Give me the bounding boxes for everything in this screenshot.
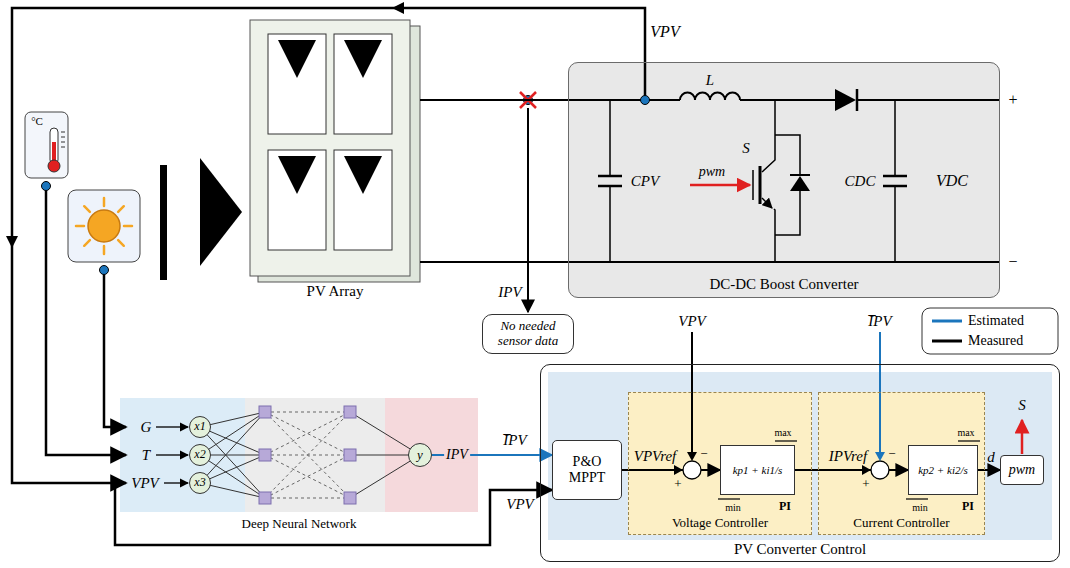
signal-label: + bbox=[862, 477, 869, 491]
pi-block: kp2 + ki2/s bbox=[908, 445, 978, 495]
signal-label: I̅PV bbox=[868, 313, 891, 330]
signal-label: − bbox=[888, 447, 895, 461]
node-label: P&O MPPT bbox=[557, 454, 617, 486]
node-label: x3 bbox=[194, 476, 205, 490]
node-label: Current Controller bbox=[819, 516, 984, 531]
signal-label: VPVref bbox=[634, 448, 676, 465]
input-neuron: x2 bbox=[189, 444, 211, 466]
output-neuron: y bbox=[408, 443, 432, 467]
node-label: kp2 + ki2/s bbox=[918, 464, 968, 477]
signal-label: VPV bbox=[678, 313, 706, 330]
legend-label: Estimated bbox=[968, 313, 1024, 328]
node-label: x1 bbox=[194, 420, 205, 434]
signal-label: IPV bbox=[498, 284, 521, 301]
node-label: PV Array bbox=[250, 283, 420, 300]
signal-label: IPVref bbox=[829, 448, 867, 465]
input-neuron: x1 bbox=[189, 416, 211, 438]
signal-label: − bbox=[1008, 253, 1017, 271]
signal-label: min bbox=[912, 502, 928, 513]
signal-label: + bbox=[674, 477, 681, 491]
signal-label: S bbox=[742, 140, 750, 157]
node-label: DC-DC Boost Converter bbox=[569, 276, 999, 293]
node-label: kp1 + ki1/s bbox=[733, 464, 783, 477]
signal-label: max bbox=[957, 427, 974, 438]
signal-label: PI bbox=[962, 500, 974, 513]
signal-label: VPV bbox=[131, 475, 159, 492]
node-label: Deep Neural Network bbox=[120, 517, 478, 532]
connector bbox=[622, 469, 720, 471]
node-label: PV Converter Control bbox=[541, 541, 1059, 558]
legend-label: Measured bbox=[968, 333, 1023, 348]
node-label: Voltage Controller bbox=[629, 516, 811, 531]
signal-label: S bbox=[1018, 397, 1026, 414]
signal-label: − bbox=[700, 447, 707, 461]
pv-array: PV Array bbox=[250, 20, 420, 302]
node-label: x2 bbox=[194, 448, 205, 462]
node-label: pwm bbox=[1009, 462, 1035, 478]
signal-label: VPV bbox=[506, 496, 534, 513]
signal-label: max bbox=[774, 427, 791, 438]
connector bbox=[420, 99, 568, 101]
signal-label: I̅PV bbox=[503, 432, 526, 449]
signal-label: IPV bbox=[444, 447, 470, 462]
node-label: No needed sensor data bbox=[487, 319, 569, 349]
pwm-block: pwm bbox=[1000, 455, 1044, 485]
signal-label: VPV bbox=[650, 23, 679, 41]
node-label: y bbox=[417, 448, 423, 463]
signal-label: d bbox=[987, 449, 995, 466]
signal-label: CDC bbox=[845, 173, 876, 190]
signal-label: G bbox=[141, 419, 152, 436]
signal-label: L bbox=[706, 72, 714, 89]
signal-label: T bbox=[142, 447, 150, 464]
neural-network-block: Deep Neural Network x1 x2 x3 y bbox=[120, 398, 478, 534]
input-neuron: x3 bbox=[189, 472, 211, 494]
mppt-block: P&O MPPT bbox=[552, 440, 622, 500]
signal-label: pwm bbox=[699, 164, 725, 179]
signal-label: °C bbox=[31, 115, 43, 127]
note-box: No needed sensor data bbox=[482, 314, 574, 354]
signal-label: min bbox=[725, 502, 741, 513]
signal-label: PI bbox=[779, 500, 791, 513]
connector bbox=[978, 469, 1000, 471]
signal-label: VDC bbox=[936, 172, 968, 190]
signal-label: + bbox=[1008, 91, 1017, 109]
control-panel: PV Converter Control P&O MPPT Voltage Cont… bbox=[540, 364, 1060, 562]
pi-block: kp1 + ki1/s bbox=[720, 445, 795, 495]
signal-label: CPV bbox=[631, 173, 659, 190]
